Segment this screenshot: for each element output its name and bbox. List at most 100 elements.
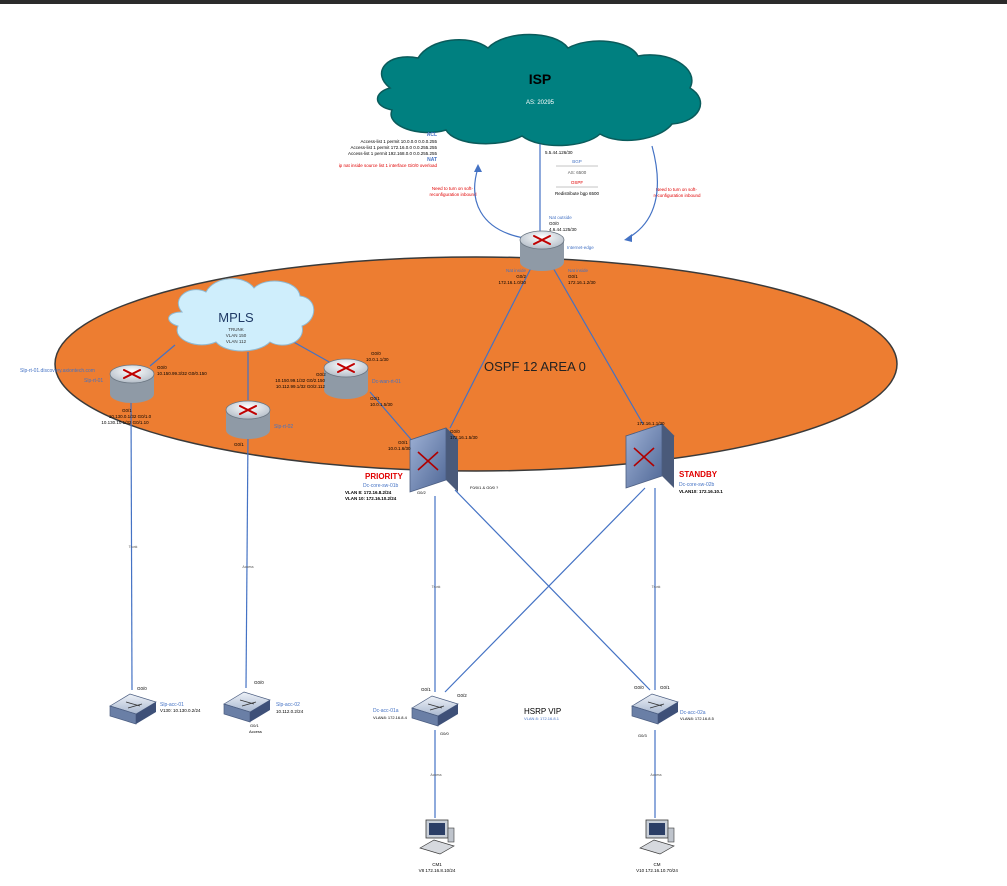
slp-acc-01-vlan: V130: 10.130.0.2/24 <box>160 708 201 713</box>
switch-arrows-icon <box>633 447 655 467</box>
core-sw-01b[interactable] <box>409 427 459 493</box>
core-01b-role: PRIORITY <box>365 472 403 481</box>
edge-outside-ip: 4.6.44.125/30 <box>549 227 577 232</box>
slp-acc-02-switch[interactable] <box>223 691 271 723</box>
pc-1[interactable] <box>419 819 455 855</box>
edge-outside-if: G0/0 <box>549 221 559 226</box>
core-01b-wan-ip: 10.0.1.6/30 <box>388 446 411 451</box>
link-slprt02-acc02 <box>245 433 249 689</box>
isp-as: AS: 20295 <box>526 100 555 106</box>
isp-acl-title: ACL <box>427 132 437 138</box>
mpls-vlan-b: VLAN 112 <box>226 339 247 344</box>
core-01b-up-if: G0/0 <box>450 429 460 434</box>
link-label-slprt02-acc02: Access <box>242 565 254 569</box>
switch-arrows-icon <box>417 451 439 471</box>
dc-acc-02a-if-left: G0/0 <box>634 685 644 690</box>
slp-acc-02-mode: Access <box>249 729 262 734</box>
dc-wan-rt-01-left-ip2: 10.112.99.1/32 G0/2.112 <box>276 384 326 389</box>
mpls-name: MPLS <box>218 310 254 325</box>
window-top-bar <box>0 0 1007 4</box>
link-label-slprt01-acc01: Trunk <box>129 545 138 549</box>
slp-rt-01-lan-ip1: 10.130.0.1/32 G0/1.0 <box>109 414 152 419</box>
soft-reconfig-arrow-left <box>474 167 525 239</box>
slp-rt-02-router[interactable] <box>225 400 271 439</box>
core-01b-up-ip: 172.16.1.5/30 <box>450 435 478 440</box>
dc-acc-02a-name: Dc-acc-02a <box>680 710 706 716</box>
core-02b-up-ip: 172.16.1.1/30 <box>637 421 665 426</box>
core-02b-role: STANDBY <box>679 470 718 479</box>
core-01b-wan-if: G0/1 <box>398 440 408 445</box>
ospf-area-label: OSPF 12 AREA 0 <box>484 359 586 374</box>
core-01b-vlan-a: VLAN 8: 172.16.8.2/24 <box>345 490 392 495</box>
edge-name: Internet-edge <box>567 245 594 250</box>
link-core02b-acc01a <box>444 487 646 693</box>
slp-acc-01-if: G0/0 <box>137 686 147 691</box>
edge-right-if: G0/1 <box>568 274 578 279</box>
arrowhead-right <box>624 234 632 242</box>
slp-rt-01-lan-ip2: 10.130.10.1/32 G0/1.10 <box>101 420 149 425</box>
router-arrows-icon <box>337 363 355 373</box>
dc-acc-01a-if-left: G0/1 <box>421 687 431 692</box>
slp-rt-01-lan-if: G0/1 <box>122 408 132 413</box>
dc-acc-01a-if-bot: G0/0 <box>440 731 449 736</box>
dc-wan-rt-01-left-ip1: 10.150.99.1/32 G0/2.150 <box>275 378 325 383</box>
slp-acc-02-ip: 10.112.0.2/24 <box>276 709 304 714</box>
dc-acc-01a-vlan: VLAN8: 172.16.8.4 <box>373 715 408 720</box>
isp-uplink-ip: 5.5.44.126/30 <box>545 150 573 155</box>
link-core01b-acc02a <box>454 489 651 691</box>
core-sw-02b[interactable] <box>625 423 675 489</box>
slp-rt-02-lan-if: G0/1 <box>234 442 244 447</box>
switch-arrows-icon <box>647 701 665 709</box>
isp-acl-line-1: Access-list 1 permit 10.0.0.0 0.0.0.255 <box>360 139 437 144</box>
dc-acc-02a-if-right: G0/1 <box>660 685 670 690</box>
slp-acc-01-switch[interactable] <box>109 693 157 725</box>
core-01b-name: Dc-core-sw-01b <box>363 483 399 489</box>
dc-acc-02a-if-bot: G0/3 <box>638 733 647 738</box>
slp-acc-02-if-top: G0/0 <box>254 680 264 685</box>
link-edge-core01b <box>449 265 533 429</box>
dc-wan-rt-01-bot-ip: 10.0.1.5/30 <box>370 402 393 407</box>
isp-nat-line: ip nat inside source list 1 interface Gi… <box>339 163 438 168</box>
mpls-cloud[interactable]: MPLS TRUNK VLAN 150 VLAN 112 <box>168 278 315 352</box>
edge-right-ip: 172.16.1.2/30 <box>568 280 596 285</box>
edge-right-nat: Nat inside <box>568 268 589 273</box>
dc-acc-01a-if-right: G0/2 <box>457 693 467 698</box>
mpls-trunk: TRUNK <box>228 327 244 332</box>
dc-acc-01a-switch[interactable] <box>411 695 459 727</box>
soft-reconfig-right-l1: Need to turn on soft- <box>656 187 698 192</box>
slp-rt-01-wan-ip: 10.150.99.3/32 G0/0.150 <box>157 371 207 376</box>
internet-edge-router[interactable] <box>519 230 565 271</box>
switch-arrows-icon <box>125 701 143 709</box>
hsrp-vip: VLAN 8: 172.16.8.1 <box>524 716 560 721</box>
soft-reconfig-left-l2: reconfiguration inbound <box>429 192 477 197</box>
hsrp-title: HSRP VIP <box>524 707 561 716</box>
slp-rt-01-router[interactable] <box>109 364 155 403</box>
isp-nat-title: NAT <box>427 157 437 163</box>
link-label-acc02a-pc2: Access <box>650 773 662 777</box>
mpls-vlan-a: VLAN 150 <box>226 333 247 338</box>
core-01b-vlan-b: VLAN 10: 172.16.10.2/24 <box>345 496 397 501</box>
bgp-as: AS: 6500 <box>568 170 587 175</box>
pc-2[interactable] <box>639 819 675 855</box>
soft-reconfig-right-l2: reconfiguration inbound <box>653 193 701 198</box>
slp-acc-02-if-bot: G0/1 <box>250 723 259 728</box>
dc-acc-01a-name: Dc-acc-01a <box>373 708 399 714</box>
link-label-core01b-acc01a: Trunk <box>432 585 441 589</box>
edge-left-if: G0/2 <box>516 274 526 279</box>
dc-acc-02a-vlan: VLAN8: 172.16.8.5 <box>680 716 715 721</box>
isp-acl-line-2: Access-list 1 permit 172.16.0.0 0.0.255.… <box>350 145 437 150</box>
pc-2-ip: V10 172.16.10.70/24 <box>636 868 678 873</box>
dc-wan-rt-01-bot-if: G0/1 <box>370 396 380 401</box>
dc-wan-rt-01-router[interactable] <box>323 358 369 399</box>
switch-arrows-icon <box>427 703 445 711</box>
router-arrows-icon <box>533 235 551 245</box>
isp-cloud[interactable]: ISP AS: 20295 <box>376 33 702 147</box>
isp-name: ISP <box>529 71 552 87</box>
edge-nat-outside: Nat outside <box>549 215 572 220</box>
link-label-core02b-acc02a: Trunk <box>652 585 661 589</box>
dc-acc-02a-switch[interactable] <box>631 693 679 725</box>
slp-acc-02-name: Slp-acc-02 <box>276 702 300 708</box>
router-arrows-icon <box>239 405 257 415</box>
slp-rt-01-wan-if: G0/0 <box>157 365 167 370</box>
soft-reconfig-left: Need to turn on soft- reconfiguration in… <box>429 186 477 197</box>
